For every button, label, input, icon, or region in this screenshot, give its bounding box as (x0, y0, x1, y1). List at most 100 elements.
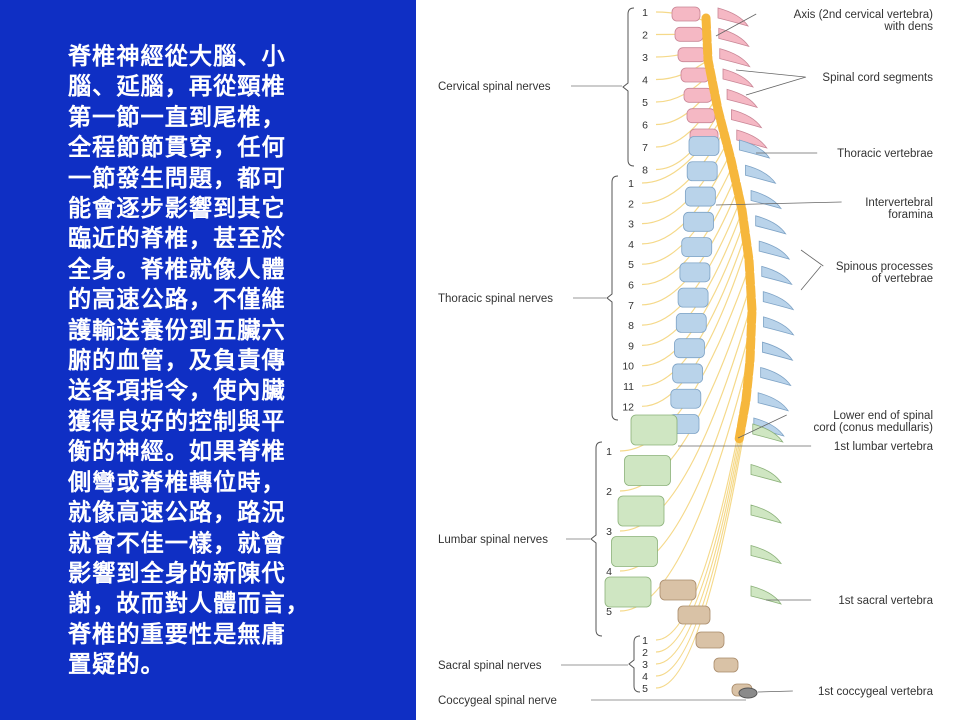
text-line: 衡的神經。如果脊椎 (68, 438, 286, 466)
lumbar-spinous-process (750, 585, 782, 605)
label-lumbar1: 1st lumbar vertebra (834, 441, 934, 453)
segment-number: 5 (606, 606, 612, 618)
thoracic-vertebral-body (677, 287, 709, 308)
label-axis: Axis (2nd cervical vertebra) (794, 9, 933, 21)
thoracic-spinous-process (762, 291, 795, 311)
cervical-vertebral-body (683, 87, 713, 103)
text-line: 全身。脊椎就像人體 (68, 255, 286, 283)
lumbar-vertebral-body (617, 495, 665, 527)
text-line: 的高速公路，不僅維 (68, 286, 286, 314)
text-line: 護輸送養份到五臟六 (68, 316, 286, 344)
segment-number: 3 (642, 52, 648, 64)
text-line: 腦、延腦，再從頸椎 (68, 73, 286, 101)
lumbar-spinous-process (752, 423, 784, 443)
segment-number: 3 (628, 219, 634, 231)
thoracic-vertebral-body (683, 211, 714, 232)
lumbar-bracket (590, 441, 603, 637)
label-coccygeal1: 1st coccygeal vertebra (818, 686, 934, 698)
label-conus: cord (conus medullaris) (813, 422, 933, 434)
thoracic-vertebral-body (675, 313, 707, 333)
cervical-spinous-process (719, 48, 751, 68)
segment-number: 1 (628, 178, 634, 190)
segment-number: 8 (642, 165, 648, 177)
label-sacral-spinal-nerves: Sacral spinal nerves (438, 660, 542, 672)
spine-svg: 123456781234567891011121234512345Cervica… (438, 6, 934, 707)
thoracic-spinous-process (745, 164, 777, 184)
spinal-nerve-line (619, 284, 752, 492)
cervical-spinous-process (726, 88, 759, 109)
segment-number: 2 (606, 486, 612, 498)
spinal-cord (701, 13, 757, 445)
thoracic-spinous-process (757, 392, 790, 412)
thoracic-spinous-process (755, 215, 787, 235)
leader-conus (737, 414, 787, 439)
spinous-processes (717, 7, 795, 605)
segment-number: 2 (642, 647, 648, 659)
lumbar-vertebral-body (604, 576, 652, 608)
segment-number: 7 (642, 142, 648, 154)
text-line: 一節發生問題，都可 (68, 164, 286, 192)
cervical-spinous-process (731, 109, 763, 129)
leader-foramina (715, 201, 842, 206)
spinal-nerve-line (655, 386, 752, 677)
text-line: 腑的血管，及負責傳 (68, 347, 286, 375)
thoracic-vertebral-body (679, 262, 711, 283)
thoracic-vertebral-body (688, 136, 720, 156)
text-line: 送各項指令，使內臟 (68, 377, 286, 405)
leader-cord-segments-2 (745, 76, 807, 96)
segment-number: 4 (642, 671, 648, 683)
label-coccygeal-spinal-nerves: Coccygeal spinal nerve (438, 695, 557, 707)
label-spinous: of vertebrae (872, 273, 933, 285)
cervical-vertebral-body (674, 26, 704, 42)
leader-cord_segments (735, 69, 806, 78)
segment-number: 8 (628, 320, 634, 332)
sacral-vertebral-body (659, 579, 697, 601)
lumbar-vertebral-body (611, 536, 658, 567)
text-line: 置疑的。 (68, 651, 165, 679)
segment-number: 6 (628, 280, 634, 292)
text-line: 謝，故而對人體而言， (68, 590, 310, 618)
label-thoracic-spinal-nerves: Thoracic spinal nerves (438, 293, 553, 305)
cervical-spinous-process (718, 27, 750, 48)
thoracic-vertebral-body (672, 363, 704, 384)
thoracic-spinous-process (738, 139, 771, 159)
text-line: 脊椎的重要性是無庸 (68, 620, 286, 648)
thoracic-bracket (606, 175, 619, 421)
leader-lines (561, 7, 842, 701)
spinal-nerve-line (641, 204, 745, 346)
text-line: 就像高速公路，路況 (68, 499, 286, 527)
label-cervical-spinal-nerves: Cervical spinal nerves (438, 81, 551, 93)
sacral-bracket (628, 635, 641, 693)
text-line: 能會逐步影響到其它 (68, 195, 286, 223)
segment-number: 4 (628, 239, 634, 251)
thoracic-spinous-process (763, 316, 795, 336)
segment-number: 4 (642, 75, 648, 87)
sacral-vertebral-body (695, 631, 725, 649)
segment-number: 2 (642, 30, 648, 42)
segment-number: 12 (622, 401, 634, 413)
segment-number: 3 (642, 659, 648, 671)
text-line: 獲得良好的控制與平 (68, 407, 286, 435)
segment-number: 3 (606, 526, 612, 538)
thoracic-spinous-process (750, 190, 782, 210)
segment-number: 6 (642, 120, 648, 132)
segment-number: 5 (628, 259, 634, 271)
segment-number: 1 (606, 446, 612, 458)
coccyx (738, 687, 758, 699)
leader-spinous (800, 249, 824, 267)
text-line: 全程節節貫穿，任何 (68, 134, 286, 162)
text-line: 影響到全身的新陳代 (68, 559, 286, 587)
segment-number: 5 (642, 683, 648, 695)
segment-number: 7 (628, 300, 634, 312)
sacral-vertebral-body (713, 657, 739, 673)
cervical-spinous-process (722, 68, 754, 88)
cervical-spinous-process (717, 7, 749, 27)
label-foramina: foramina (888, 209, 933, 221)
thoracic-spinous-process (762, 341, 794, 361)
thoracic-vertebral-body (686, 161, 718, 182)
text-line: 第一節一直到尾椎， (68, 103, 286, 131)
leader-coccygeal1 (757, 690, 793, 693)
label-conus: Lower end of spinal (833, 410, 933, 422)
thoracic-spinous-process (761, 265, 793, 286)
